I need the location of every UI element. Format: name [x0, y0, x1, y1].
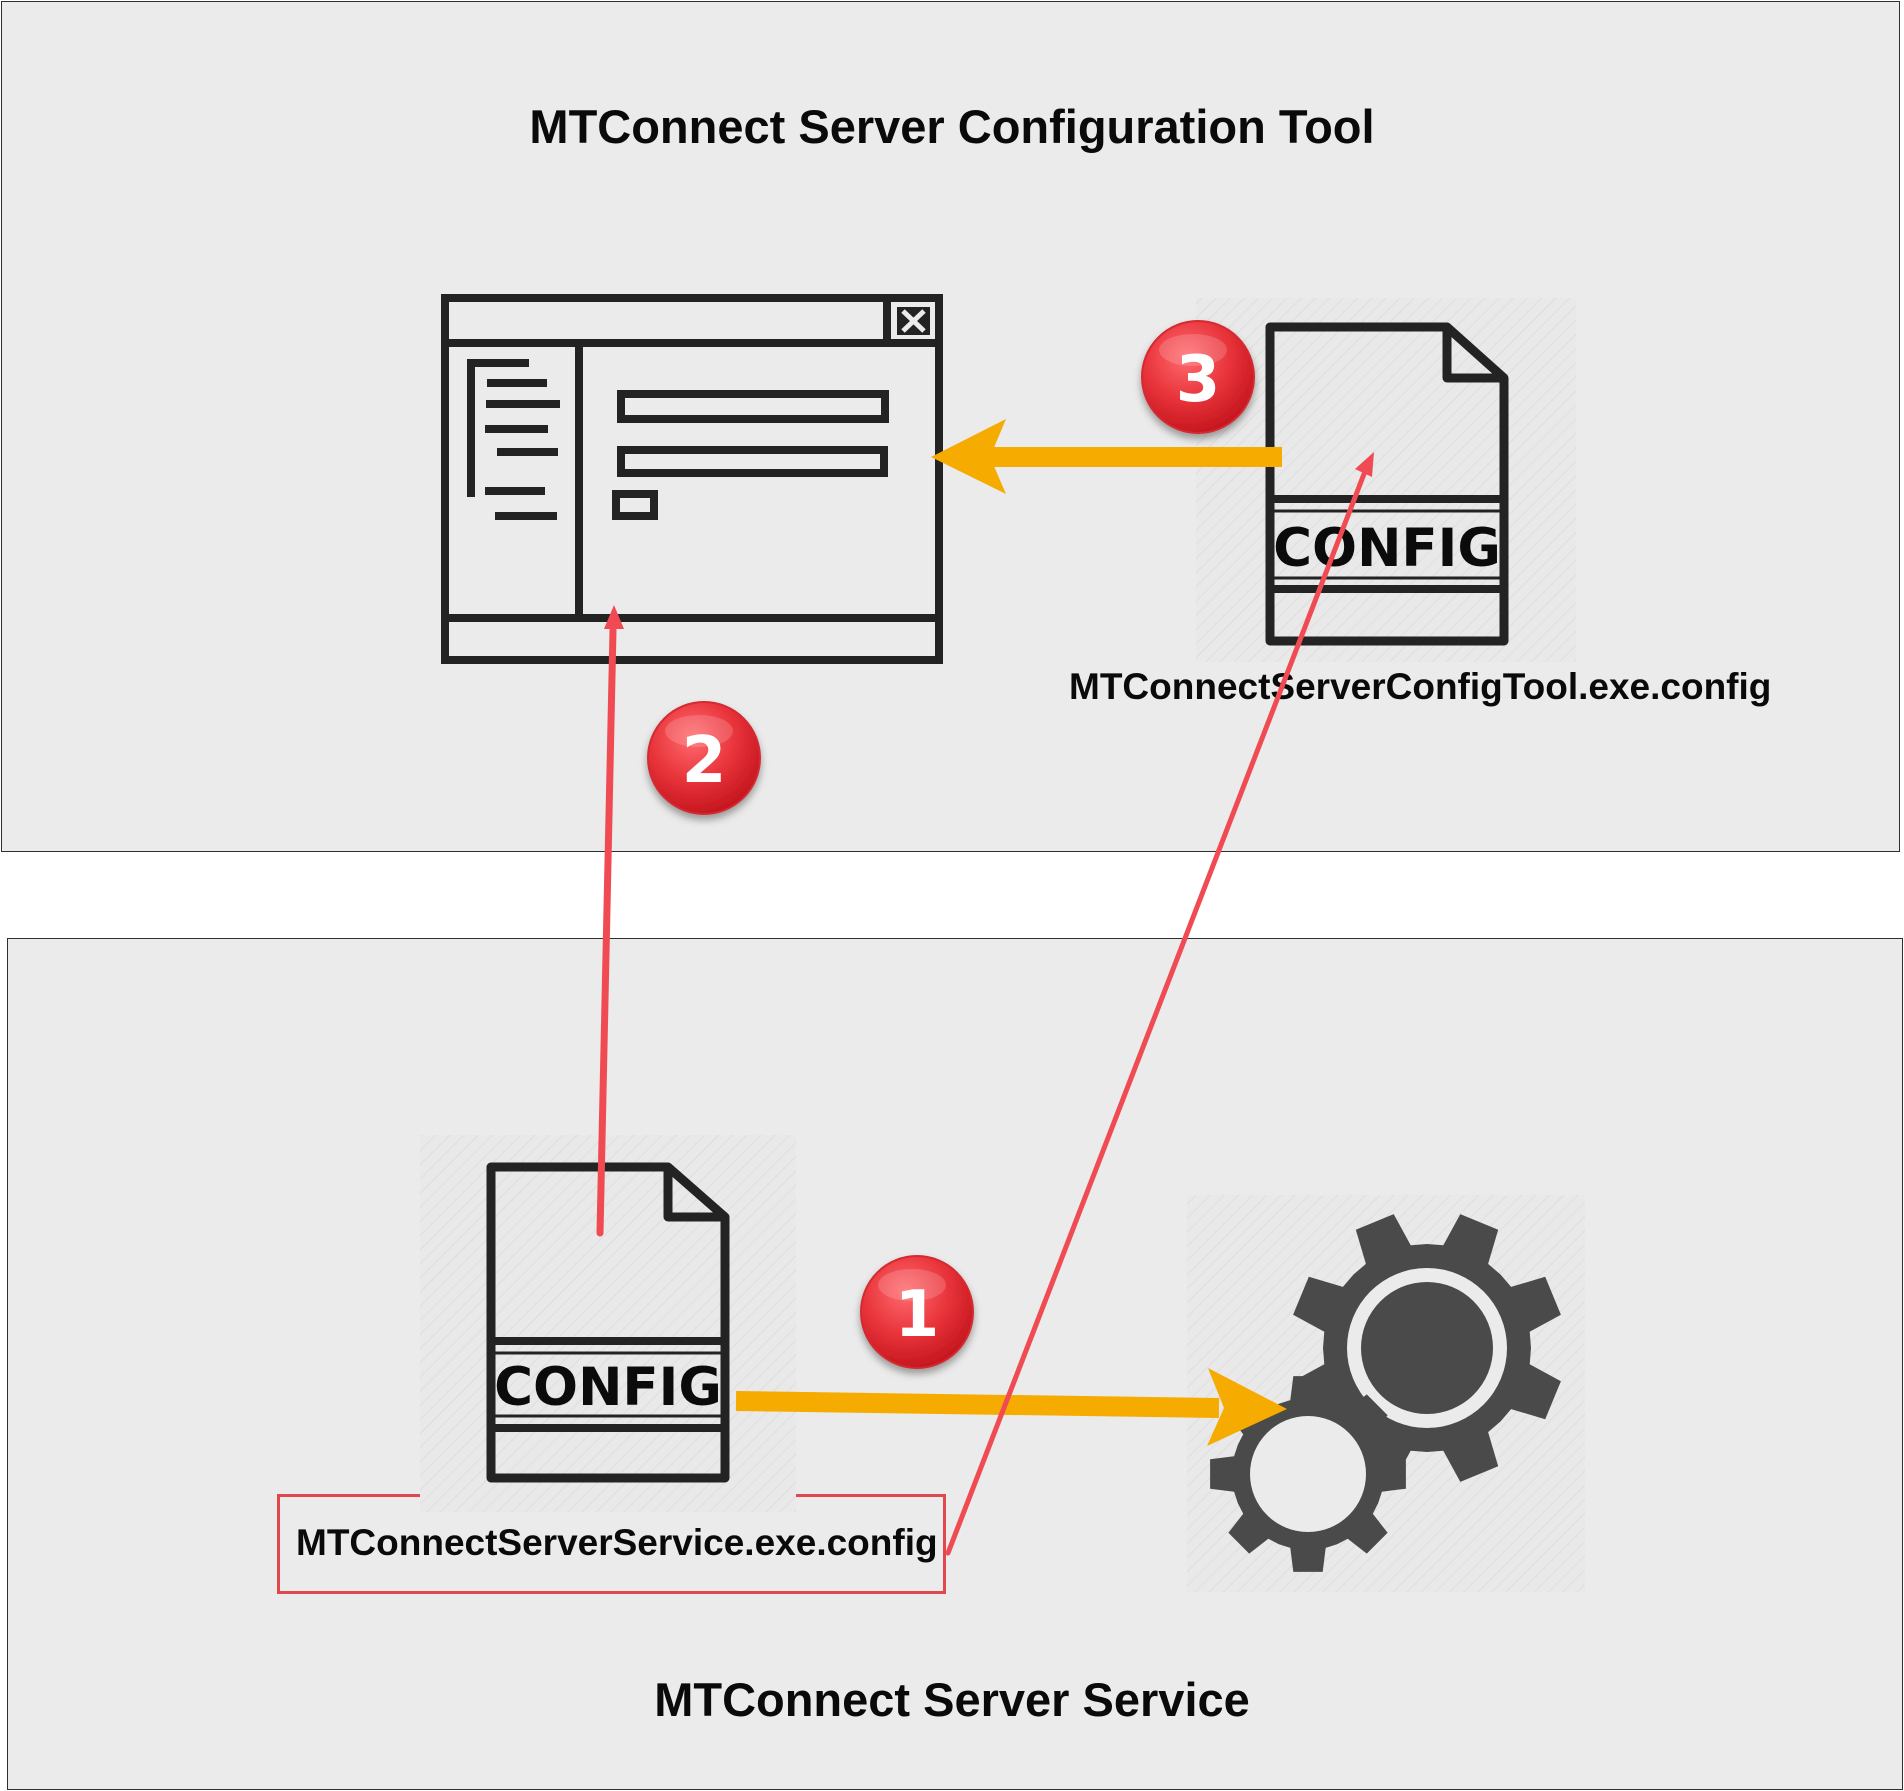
configuration-tool-panel — [1, 1, 1900, 852]
server-service-title: MTConnect Server Service — [654, 1673, 1250, 1726]
step-number-3: 3 — [1176, 343, 1221, 417]
service-config-file-icon: CONFIG — [420, 1135, 796, 1512]
load-config-arrow — [735, 1368, 1287, 1446]
configuration-tool-title: MTConnect Server Configuration Tool — [529, 100, 1375, 153]
tool-config-file-name: MTConnectServerConfigTool.exe.config — [1069, 666, 1772, 707]
application-window-icon — [441, 294, 943, 664]
tool-config-icon-label: CONFIG — [1273, 518, 1501, 579]
service-config-path-arrow — [945, 452, 1374, 1556]
step-number-2: 2 — [682, 724, 727, 798]
service-config-icon-label: CONFIG — [494, 1357, 722, 1418]
service-config-to-tool-arrow — [596, 605, 624, 1237]
server-service-panel — [7, 938, 1903, 1790]
tool-config-file-icon: CONFIG — [1196, 298, 1576, 662]
gears-icon — [1187, 1195, 1585, 1592]
service-config-file-name: MTConnectServerService.exe.config — [296, 1522, 938, 1563]
read-tool-config-arrow — [931, 419, 1282, 494]
small-gear-icon — [1210, 1376, 1406, 1572]
step-badge-2: 2 — [647, 701, 761, 815]
gear-large-ring-2 — [1375, 1296, 1479, 1400]
step-number-1: 1 — [895, 1278, 940, 1352]
step-badge-3: 3 — [1141, 320, 1255, 434]
step-badge-1: 1 — [860, 1255, 974, 1369]
gear-small-ring-0 — [1250, 1416, 1366, 1532]
